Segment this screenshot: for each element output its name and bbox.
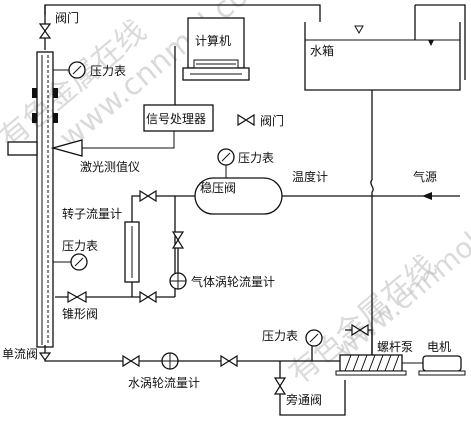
signal-processor-label: 信号处理器 [146,112,206,126]
screw-pump-label: 螺杆泵 [377,340,413,354]
rotameter-label: 转子流量计 [62,206,122,221]
computer-label: 计算机 [195,33,231,48]
gas-source-label: 气源 [413,169,437,184]
water-tank-label: 水箱 [310,43,334,58]
pressure-gauges: 压力表 压力表 压力表 压力表 [53,61,323,347]
pressure-gauge-4-icon [305,329,323,347]
water-turbine-meter-label: 水涡轮流量计 [128,376,200,390]
legend-bowtie-valve-icon [237,113,255,127]
rotameter-top-valve-icon [139,189,157,203]
test-column [32,51,58,348]
pressure-gauge-1-icon [53,61,86,79]
motor-label: 电机 [427,340,451,354]
stabilizer-valve-label: 稳压阀 [200,180,236,195]
pressure-gauge-2-label: 压力表 [238,151,274,165]
bypass-valve-label: 旁通阀 [286,392,322,407]
water-loop-valve-right-icon [220,354,238,368]
water-loop-valve-left-icon [122,354,140,368]
bypass-valve-icon [273,377,287,395]
gas-turbine-flowmeter-icon [169,272,187,290]
bottom-gas-valve-icon [139,290,157,304]
top-valve-bowtie-valve-icon [38,23,52,39]
top-valve-label: 阀门 [55,10,79,25]
laser-meter-label: 激光测值仪 [80,159,140,174]
branch-vertical-valve-icon [171,231,185,249]
pump-upper-valve-icon [351,323,369,337]
pressure-gauge-2-icon [217,148,235,178]
motor [402,355,466,376]
stabilizer-tank: 稳压阀 [194,177,283,215]
pressure-gauge-4-label: 压力表 [262,329,298,343]
screw-pump [335,354,407,376]
water-tank: 水箱 [304,22,461,91]
pressure-gauge-1-label: 压力表 [90,64,126,78]
pressure-gauge-3-label: 压力表 [62,239,98,253]
cone-valve-label: 锥形阀 [62,307,98,321]
pressure-gauge-3-icon [53,253,88,271]
rotameter [124,221,140,283]
check-valve-label: 单流阀 [2,347,38,361]
laser-meter: 激光测值仪 [7,139,140,174]
water-turbine-flowmeter-icon [161,352,179,370]
valve-legend-label: 阀门 [260,113,284,128]
check-valve-icon [38,352,52,362]
gas-turbine-meter-label: 气体涡轮流量计 [191,274,275,289]
cone-valve-icon [67,290,87,304]
signal-processor: 信号处理器 [143,104,214,132]
valves: 阀门 阀门 [38,10,369,395]
thermometer-label: 温度计 [292,169,328,184]
computer-monitor-icon: 计算机 [182,17,250,81]
